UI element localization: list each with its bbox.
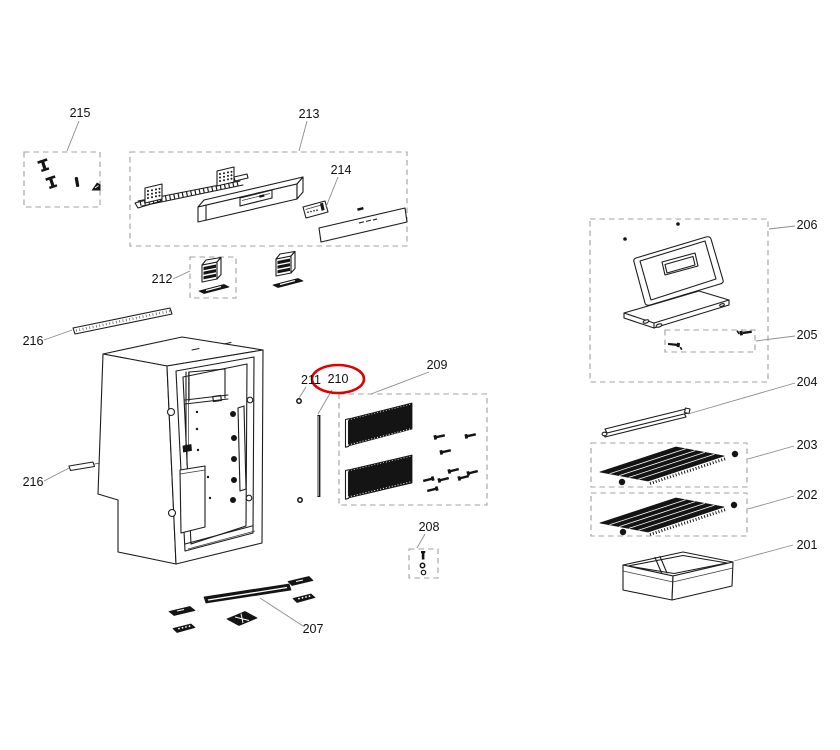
group-box-205 bbox=[664, 329, 756, 353]
part-label-216-upper: 216 bbox=[23, 334, 44, 348]
part-label-211: 211 bbox=[301, 373, 321, 387]
part-label-205: 205 bbox=[797, 328, 818, 342]
part-label-216-lower: 216 bbox=[23, 475, 44, 489]
part-label-210: 210 bbox=[328, 372, 349, 386]
part-203-shelf bbox=[599, 446, 739, 486]
part-labels: 215 213 214 212 216 216 211 210 209 208 … bbox=[23, 106, 818, 636]
part-label-204: 204 bbox=[797, 375, 818, 389]
brand-mark-icon bbox=[358, 218, 378, 224]
back-wall-dots bbox=[195, 410, 212, 500]
part-207-base-strip bbox=[168, 576, 316, 633]
part-label-207: 207 bbox=[303, 622, 324, 636]
freezer-compartment bbox=[184, 368, 229, 405]
shelf-rail bbox=[237, 405, 247, 492]
part-label-213: 213 bbox=[299, 107, 320, 121]
interior-duct bbox=[182, 371, 192, 466]
dashed-group-boxes bbox=[23, 151, 769, 579]
part-label-201: 201 bbox=[797, 538, 818, 552]
drip-tray bbox=[623, 290, 730, 329]
part-209-heater-panels bbox=[344, 402, 479, 500]
part-210-rod bbox=[317, 415, 321, 497]
part-label-208: 208 bbox=[419, 520, 440, 534]
group-box-212 bbox=[189, 256, 237, 299]
part-206-door-assembly bbox=[623, 222, 730, 329]
part-204-rail bbox=[601, 407, 691, 438]
shelf-support-holes bbox=[230, 411, 237, 503]
group-box-202 bbox=[590, 492, 748, 537]
crisper-recess bbox=[179, 465, 206, 534]
part-label-209: 209 bbox=[427, 358, 448, 372]
part-211-pins bbox=[296, 398, 303, 503]
group-box-203 bbox=[590, 442, 748, 488]
highlight-ellipse-210 bbox=[310, 363, 366, 395]
part-208-fasteners bbox=[419, 551, 427, 576]
group-box-208 bbox=[408, 548, 439, 579]
group-box-213 bbox=[129, 151, 408, 247]
part-215-hardware bbox=[37, 158, 101, 191]
leader-lines bbox=[43, 120, 796, 627]
part-216-trim-strip-lower bbox=[68, 461, 100, 472]
part-label-214: 214 bbox=[331, 163, 352, 177]
cabinet-body bbox=[97, 336, 264, 565]
part-label-215: 215 bbox=[70, 106, 91, 120]
part-label-202: 202 bbox=[797, 488, 818, 502]
group-box-206 bbox=[589, 218, 769, 383]
part-213-mounting-rail bbox=[134, 166, 304, 223]
group-box-209 bbox=[338, 393, 488, 506]
perforation-dots bbox=[219, 170, 233, 182]
part-label-203: 203 bbox=[797, 438, 818, 452]
part-212-clips bbox=[198, 250, 304, 294]
part-205-screws bbox=[667, 330, 752, 351]
mounting-screws bbox=[422, 433, 479, 493]
part-201-bin bbox=[622, 551, 734, 601]
part-214-control-panel bbox=[302, 200, 329, 219]
part-label-206: 206 bbox=[797, 218, 818, 232]
part-216-trim-strip-upper bbox=[72, 307, 173, 335]
perforation-dots bbox=[147, 187, 161, 199]
part-label-212: 212 bbox=[152, 272, 173, 286]
part-202-shelf bbox=[599, 497, 738, 536]
front-grille-panel bbox=[318, 207, 408, 243]
door-handle-slot bbox=[661, 252, 699, 276]
group-box-215 bbox=[23, 151, 101, 208]
